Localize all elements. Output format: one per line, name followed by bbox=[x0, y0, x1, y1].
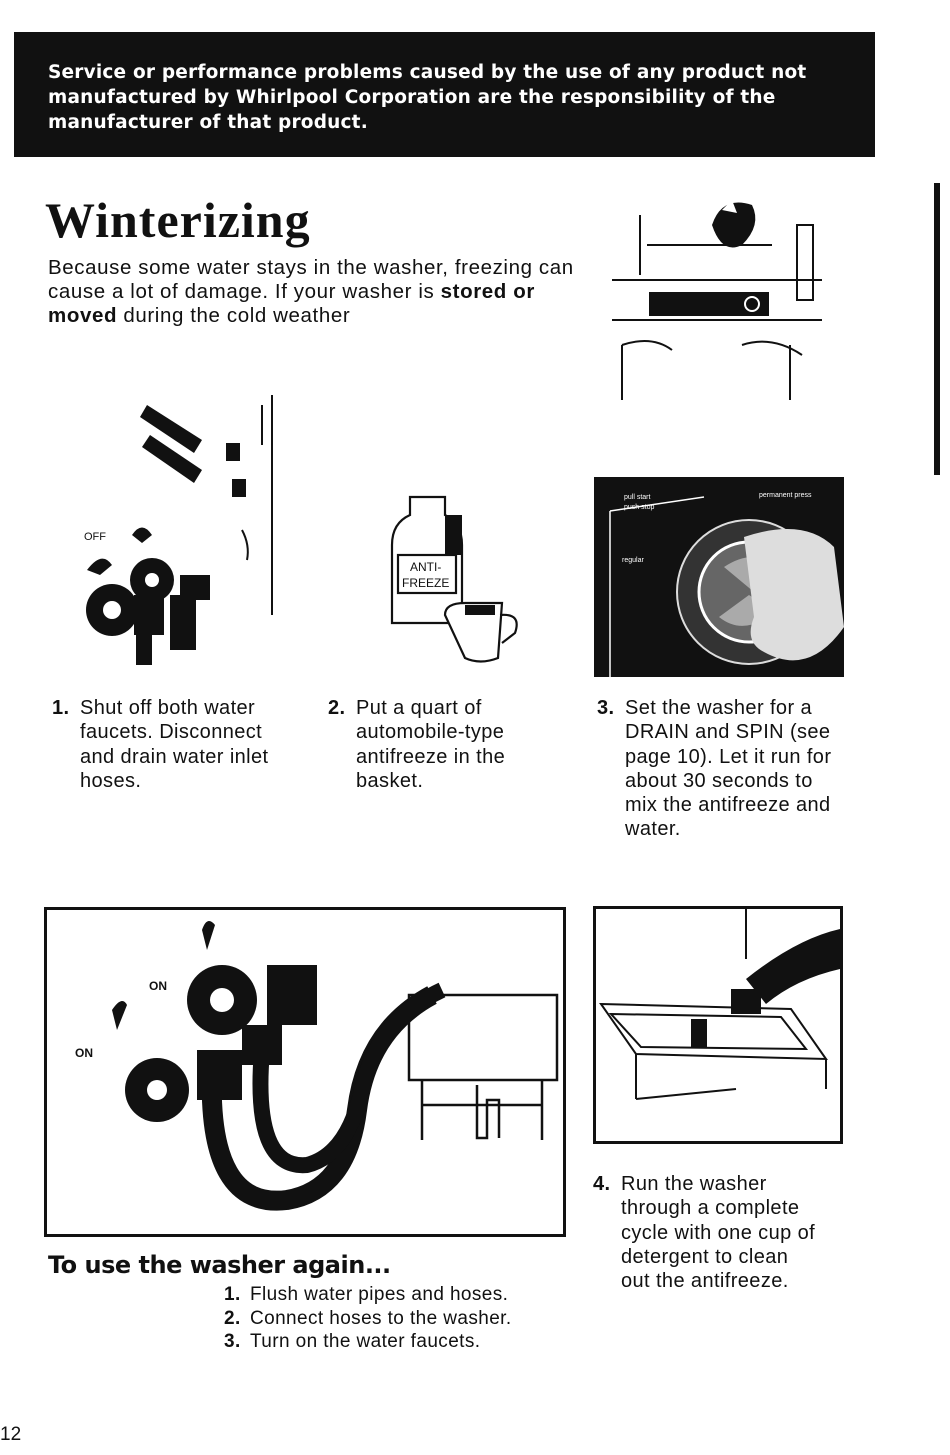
use-again-item-text: Turn on the water faucets. bbox=[250, 1331, 481, 1353]
warning-banner-text: Service or performance problems caused b… bbox=[48, 62, 807, 133]
step-3-text: Set the washer for a DRAIN and SPIN (see… bbox=[625, 697, 832, 841]
warning-banner: Service or performance problems caused b… bbox=[14, 32, 875, 157]
control-dial-photo: pull start push stop regular permanent p… bbox=[594, 477, 844, 677]
on-label-lower: ON bbox=[75, 1046, 93, 1060]
off-label: OFF bbox=[84, 531, 106, 543]
step-4-number: 4. bbox=[593, 1173, 611, 1195]
use-again-item-number: 2. bbox=[224, 1307, 241, 1329]
step-1-number: 1. bbox=[52, 697, 70, 719]
bottle-label-line2: FREEZE bbox=[402, 576, 449, 590]
step-2: 2. Put a quart of automobile-type antifr… bbox=[328, 696, 578, 796]
pouring-detergent-illustration bbox=[593, 906, 843, 1144]
dial-label-regular: regular bbox=[622, 557, 644, 564]
use-again-item-number: 3. bbox=[224, 1331, 241, 1353]
step-1: 1. Shut off both water faucets. Disconne… bbox=[52, 696, 302, 796]
faucets-on-illustration: ON ON bbox=[44, 907, 566, 1237]
intro-paragraph: Because some water stays in the washer, … bbox=[48, 256, 593, 328]
step-2-number: 2. bbox=[328, 697, 346, 719]
use-again-item-text: Connect hoses to the washer. bbox=[250, 1307, 512, 1329]
on-label-upper: ON bbox=[149, 979, 167, 993]
antifreeze-bottle-illustration: ANTI- FREEZE bbox=[390, 495, 518, 663]
bottle-label-line1: ANTI- bbox=[410, 560, 441, 574]
step-4-text: Run the washer through a complete cycle … bbox=[621, 1173, 816, 1293]
intro-bold-text: stored or moved bbox=[48, 280, 535, 327]
dial-label-pull-start: pull start bbox=[624, 494, 651, 501]
dial-label-permanent-press: permanent press bbox=[759, 492, 812, 499]
intro-end-text: during the cold weather bbox=[123, 304, 351, 327]
intro-text: Because some water stays in the washer, … bbox=[48, 256, 574, 303]
faucet-hoses-illustration: OFF bbox=[84, 395, 273, 665]
step-2-text: Put a quart of automobile-type antifreez… bbox=[356, 697, 506, 792]
washer-winter-illustration bbox=[612, 200, 822, 400]
section-title: Winterizing bbox=[45, 192, 311, 248]
step-1-text: Shut off both water faucets. Disconnect … bbox=[80, 697, 269, 792]
dial-label-push-stop: push stop bbox=[624, 504, 654, 511]
step-3: 3. Set the washer for a DRAIN and SPIN (… bbox=[597, 696, 847, 876]
page-number: 12 bbox=[0, 1424, 22, 1445]
use-again-heading: To use the washer again... bbox=[48, 1251, 391, 1279]
step-4: 4. Run the washer through a complete cyc… bbox=[593, 1172, 843, 1332]
use-again-item-number: 1. bbox=[224, 1284, 241, 1305]
page-edge-marker bbox=[934, 183, 940, 475]
use-again-item-text: Flush water pipes and hoses. bbox=[250, 1284, 509, 1305]
step-3-number: 3. bbox=[597, 697, 615, 719]
